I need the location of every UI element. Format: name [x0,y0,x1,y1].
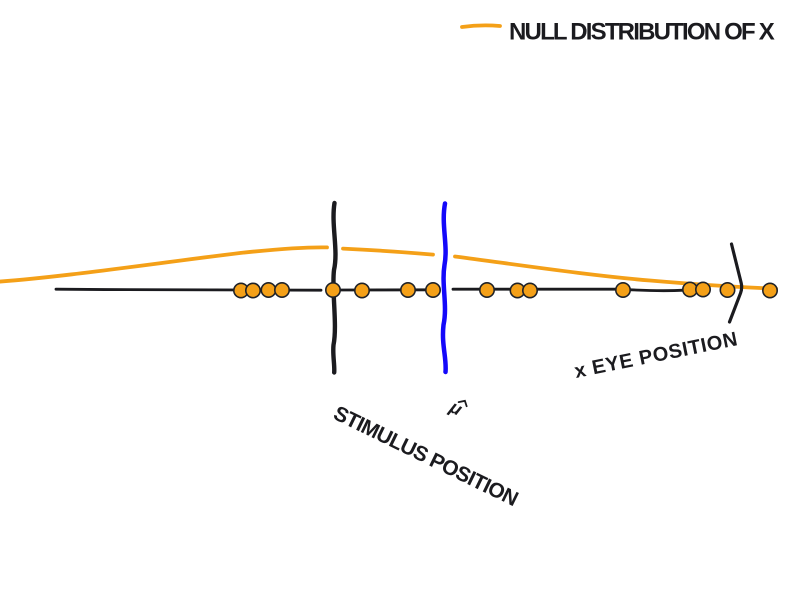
svg-text:STIMULUS POSITION: STIMULUS POSITION [330,402,521,511]
svg-text:x EYE POSITION: x EYE POSITION [573,328,740,383]
svg-text:NULL DISTRIBUTION OF X: NULL DISTRIBUTION OF X [509,19,775,46]
svg-text:μ: μ [446,396,466,419]
